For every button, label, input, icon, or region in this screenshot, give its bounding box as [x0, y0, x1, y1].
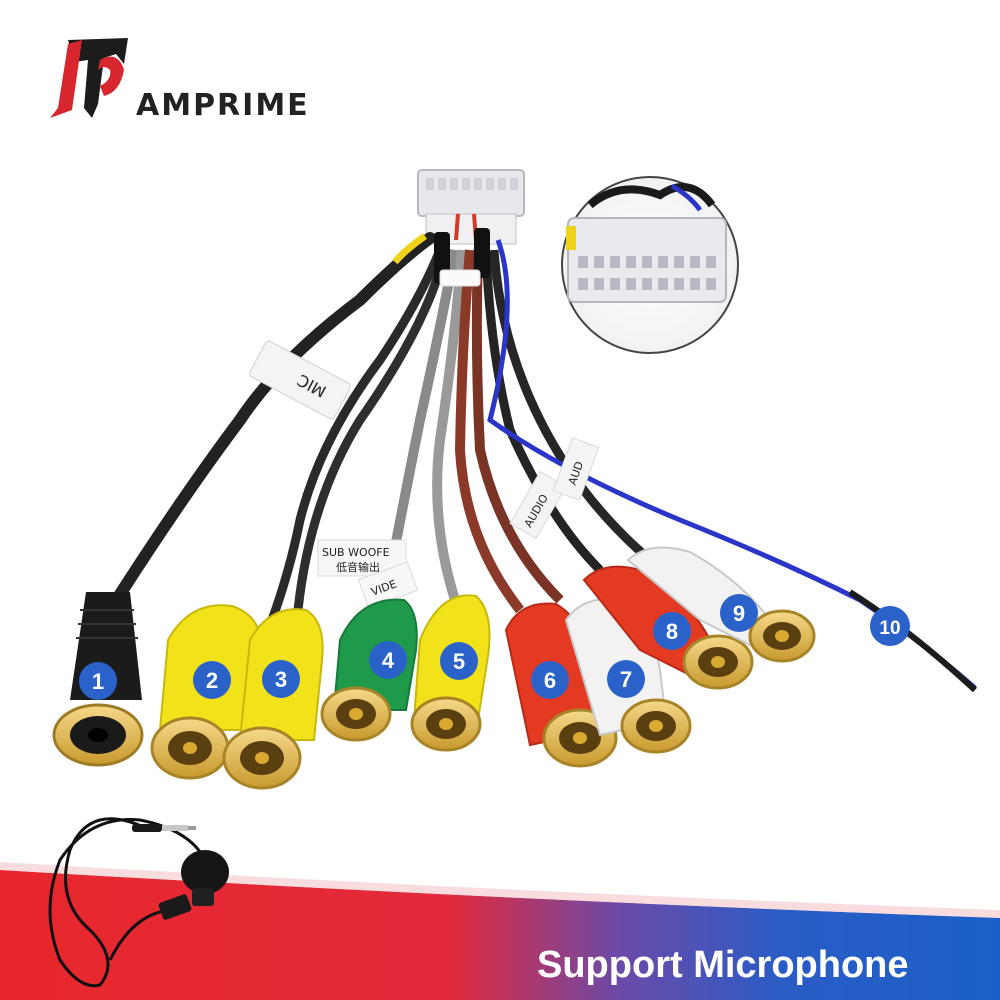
aud-label-tag: AUD: [552, 437, 600, 501]
svg-text:2: 2: [206, 668, 218, 693]
connector-plug-inset: [561, 176, 739, 354]
callout-5: 5: [440, 642, 478, 680]
callout-8: 8: [653, 612, 691, 650]
svg-text:4: 4: [382, 648, 395, 673]
wiring-harness: [104, 169, 978, 693]
mic-label-tag: MIC: [249, 340, 351, 420]
svg-text:低音输出: 低音输出: [336, 560, 380, 574]
video-label-tag: VIDE: [357, 561, 419, 609]
svg-text:1: 1: [92, 669, 104, 694]
callout-4: 4: [369, 641, 407, 679]
audio-label-tag: AUDIO: [509, 470, 567, 540]
brand-name: AMPRIME: [136, 88, 310, 123]
svg-text:10: 10: [879, 618, 900, 639]
svg-text:8: 8: [666, 619, 678, 644]
microphone: [48, 817, 229, 988]
banner-text: Support Microphone: [537, 944, 909, 986]
svg-text:6: 6: [544, 668, 556, 693]
amprime-logo: [50, 38, 128, 118]
svg-text:SUB WOOFE: SUB WOOFE: [322, 546, 390, 559]
svg-text:9: 9: [733, 601, 745, 626]
callout-6: 6: [531, 661, 569, 699]
svg-text:3: 3: [275, 667, 287, 692]
callout-7: 7: [607, 660, 645, 698]
callout-1: 1: [79, 662, 117, 700]
svg-text:5: 5: [453, 649, 465, 674]
callout-10: 10: [870, 606, 910, 646]
callout-9: 9: [720, 594, 758, 632]
bottom-banner: [0, 862, 1000, 1000]
callout-2: 2: [193, 661, 231, 699]
callout-3: 3: [262, 660, 300, 698]
svg-text:7: 7: [620, 667, 632, 692]
